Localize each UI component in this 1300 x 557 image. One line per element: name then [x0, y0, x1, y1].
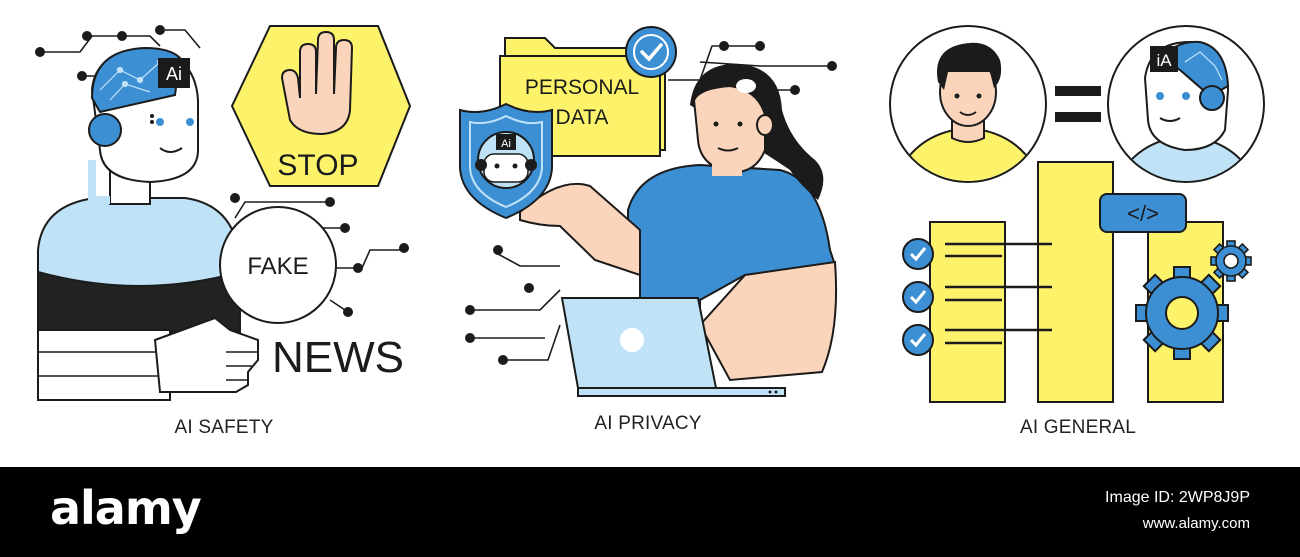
caption-ai-general: AI GENERAL: [1019, 417, 1137, 438]
stop-sign-text: STOP: [277, 149, 358, 182]
brand-logo[interactable]: alamy: [50, 481, 202, 535]
panel-ai-general: iA </>: [889, 25, 1265, 403]
gear-small-icon: [1210, 240, 1252, 282]
gear-large-icon: [1135, 266, 1229, 360]
fake-bubble-text: FAKE: [247, 253, 308, 280]
woman-face: [692, 84, 766, 174]
folder-text-line1: PERSONAL: [525, 76, 639, 99]
equals-sign-bottom: [1055, 112, 1101, 122]
site-url-link[interactable]: www.alamy.com: [1142, 515, 1250, 532]
laptop-logo-icon: [620, 328, 644, 352]
checklist: [902, 238, 1052, 356]
checkmark-icon: [640, 43, 663, 62]
panel-ai-privacy: PERSONAL DATA Ai: [459, 26, 838, 397]
checklist-check-icon: [902, 281, 934, 313]
robot-arm: [37, 329, 171, 401]
woman-arm-right: [698, 260, 838, 382]
robot-ai-badge-text: Ai: [166, 64, 182, 84]
stock-footer-bar: alamy Image ID: 2WP8J9P www.alamy.com: [0, 467, 1300, 557]
panel-ai-safety: Ai STOP FAKE NEWS: [35, 25, 412, 401]
bar-short: [929, 221, 1006, 403]
fake-bubble: [219, 206, 337, 324]
folder-text-line2: DATA: [556, 106, 609, 129]
robot-headphone: [88, 113, 122, 147]
caption-ai-privacy: AI PRIVACY: [594, 413, 702, 434]
code-tag-text: </>: [1127, 201, 1159, 226]
equals-sign-top: [1055, 86, 1101, 96]
checklist-check-icon: [902, 238, 934, 270]
robot-hand: [153, 316, 259, 393]
code-tag-box: [1099, 193, 1187, 233]
robot-ia-badge-text: iA: [1156, 51, 1172, 70]
stop-hand-icon: [280, 30, 354, 136]
woman-arm-left: [519, 182, 641, 277]
news-headline: NEWS: [272, 333, 404, 382]
laptop-base: [577, 387, 786, 397]
robot-ai-badge: [158, 58, 190, 88]
illustration-canvas: Ai STOP FAKE NEWS: [35, 25, 1265, 403]
image-id-text: Image ID: 2WP8J9P: [1105, 489, 1250, 506]
caption-ai-safety: AI SAFETY: [174, 417, 274, 438]
checklist-check-icon: [902, 324, 934, 356]
shield-ai-badge-text: Ai: [501, 138, 511, 150]
